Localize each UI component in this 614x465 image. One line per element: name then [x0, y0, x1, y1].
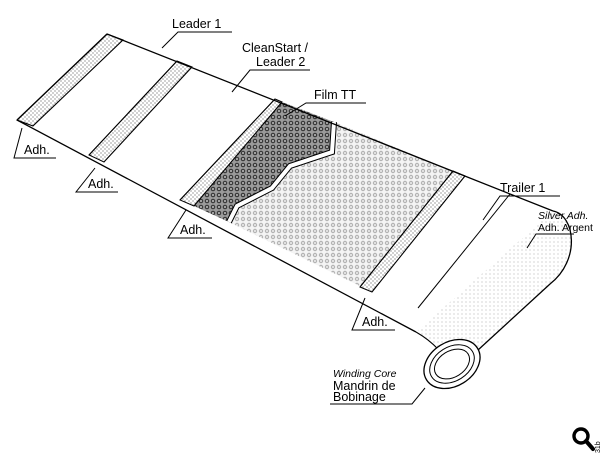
magnifier-icon — [572, 427, 595, 451]
label-silver-adh: Silver Adh. — [538, 210, 588, 222]
trailer-segment — [372, 176, 553, 335]
label-core-3: Bobinage — [333, 390, 386, 404]
label-leader1: Leader 1 — [172, 17, 221, 31]
leader1-segment — [33, 40, 177, 157]
adh4-callout-line — [351, 297, 395, 331]
silver-callout-line — [526, 233, 574, 249]
zoom-code: 31b — [595, 441, 602, 453]
film-dark-region — [194, 102, 334, 222]
label-adh-argent: Adh. Argent — [538, 222, 593, 234]
label-adh-1: Adh. — [24, 143, 50, 157]
label-core-1: Winding Core — [333, 368, 397, 380]
silver-adhesive — [416, 211, 572, 372]
label-cleanstart-1: CleanStart / — [242, 41, 309, 55]
label-adh-2: Adh. — [88, 177, 114, 191]
leader2-segment — [104, 67, 275, 196]
strip-top-edge — [106, 33, 554, 212]
label-adh-4: Adh. — [362, 315, 388, 329]
label-cleanstart-2: Leader 2 — [256, 55, 305, 69]
core-callout-line — [330, 387, 426, 405]
adh1-callout-line — [13, 127, 56, 159]
film-callout-line — [284, 102, 366, 117]
strip-bottom-edge — [16, 119, 417, 333]
adh3-callout-line — [167, 209, 212, 239]
label-adh-3: Adh. — [180, 223, 206, 237]
label-core-2: Mandrin de — [333, 379, 396, 393]
trailer-callout-line — [482, 195, 560, 221]
label-trailer: Trailer 1 — [500, 181, 545, 195]
leader1-callout-line — [161, 31, 232, 49]
adh2-callout-line — [74, 167, 118, 193]
cleanstart-callout-line — [231, 69, 310, 93]
winding-core — [423, 338, 481, 390]
zoom-button[interactable]: 31b — [571, 425, 605, 455]
label-film: Film TT — [314, 88, 356, 102]
